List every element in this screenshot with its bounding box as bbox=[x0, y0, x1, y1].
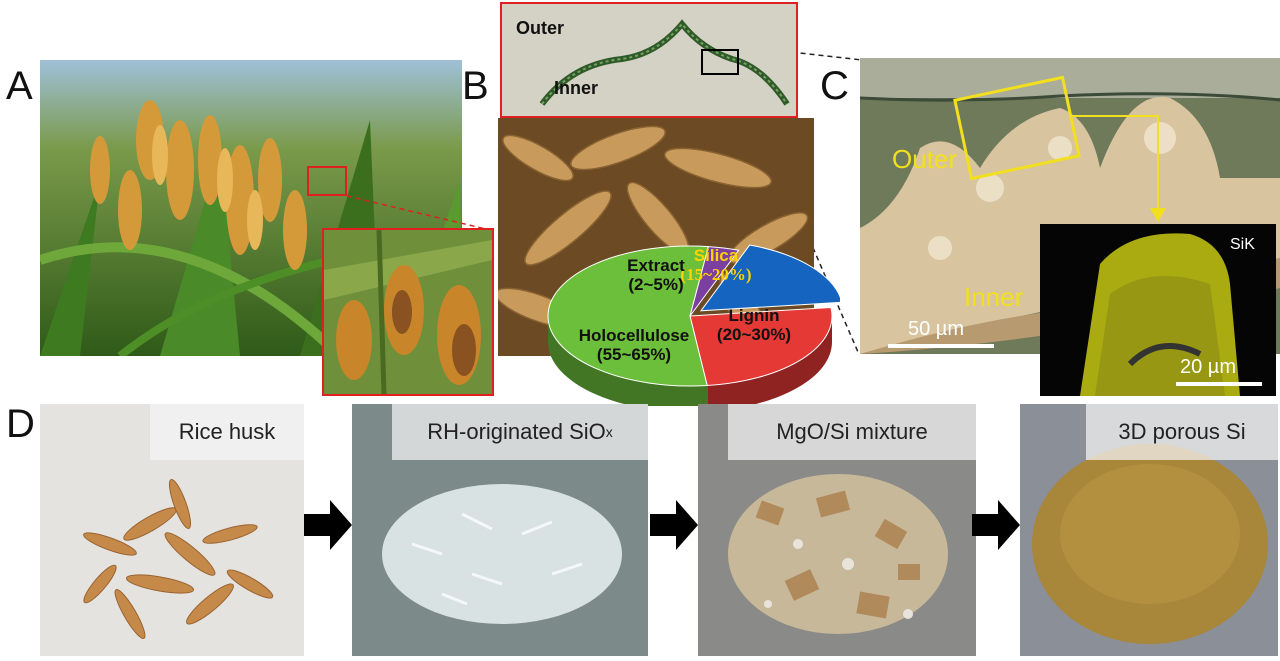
pie-label-range: (15~20%) bbox=[680, 265, 752, 284]
panel-label-c: C bbox=[820, 64, 849, 108]
pie-slice-extract bbox=[689, 246, 740, 317]
micrograph-outer-label: Outer bbox=[892, 144, 958, 174]
cross-section-inner-label: Inner bbox=[554, 78, 599, 98]
pie-label-range: (2~5%) bbox=[628, 275, 684, 294]
pie-slice-lignin bbox=[689, 307, 833, 387]
composition-pie-chart bbox=[547, 244, 840, 406]
pie-label-range: (55~65%) bbox=[596, 345, 672, 364]
panel-label-d: D bbox=[6, 402, 35, 446]
pie-label-name: Holocellulose bbox=[578, 326, 690, 345]
grain-inset-photo bbox=[322, 228, 494, 396]
husk-cross-section: Outer Inner bbox=[500, 2, 798, 118]
pie-slice-holocellulose bbox=[547, 245, 710, 387]
pie-slice-side-lignin bbox=[707, 316, 832, 406]
pie-slice-silica bbox=[699, 244, 840, 312]
arrow-right-icon bbox=[972, 500, 1020, 550]
micrograph-scalebar-label: 50 µm bbox=[908, 318, 964, 340]
pie-label-holocellulose: Holocellulose(55~65%) bbox=[554, 326, 714, 364]
process-step-mgo-si: MgO/Si mixture bbox=[698, 404, 976, 656]
pie-label-lignin: Lignin(20~30%) bbox=[674, 306, 834, 344]
pie-label-name: Lignin bbox=[728, 306, 780, 325]
pie-label-silica: Silica(15~20%) bbox=[636, 246, 796, 284]
sik-map-scalebar-label: 20 µm bbox=[1180, 356, 1236, 378]
pie-label-name: Extract bbox=[627, 256, 685, 275]
pie-label-name: Silica bbox=[693, 246, 739, 265]
process-step-label: 3D porous Si bbox=[1086, 404, 1278, 460]
arrow-right-icon bbox=[650, 500, 698, 550]
process-step-label: Rice husk bbox=[150, 404, 304, 460]
panel-label-a: A bbox=[6, 64, 33, 108]
pie-slice-side-holocellulose bbox=[548, 316, 708, 406]
sik-map-label: SiK bbox=[1230, 236, 1255, 253]
sik-element-map: SiK 20 µm bbox=[1040, 224, 1276, 396]
process-step-label: MgO/Si mixture bbox=[728, 404, 976, 460]
pie-label-range: (20~30%) bbox=[716, 325, 792, 344]
zoom-box bbox=[307, 166, 347, 196]
arrow-right-icon bbox=[304, 500, 352, 550]
process-step-porous-si: 3D porous Si bbox=[1020, 404, 1278, 656]
process-step-rice-husk: Rice husk bbox=[40, 404, 304, 656]
pie-label-extract: Extract(2~5%) bbox=[576, 256, 736, 294]
panel-label-b: B bbox=[462, 64, 489, 108]
micrograph-inner-label: Inner bbox=[964, 282, 1024, 312]
cross-section-outer-label: Outer bbox=[516, 18, 565, 38]
